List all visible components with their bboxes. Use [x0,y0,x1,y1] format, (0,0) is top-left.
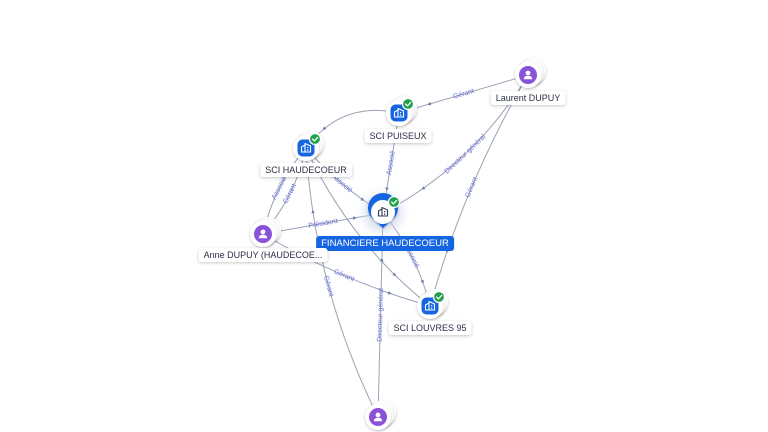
edge-arrow-icon [427,101,432,106]
node-haudecoeur[interactable] [293,131,324,161]
edge-arrow-icon [311,209,315,214]
edge-label: Président [308,218,338,230]
check-badge-icon [308,132,322,146]
edge-label: Gérant [322,275,334,298]
edge-laurent-louvres: Gérant [429,74,529,307]
edge-label: Gérant [465,176,480,198]
building-icon [377,206,389,217]
edge-arrow-icon [322,126,327,130]
edge-label: Associé [386,150,397,175]
check-badge-icon [401,97,415,111]
edge-label: Directeur général [444,133,488,175]
node-bottom[interactable] [365,400,396,430]
person-icon [523,70,533,80]
edge-arrow-icon [380,257,384,262]
building-icon [393,107,405,118]
label-louvres[interactable]: SCI LOUVRES 95 [388,321,472,335]
edge-arrow-icon [360,197,365,201]
edge-arrow-icon [385,187,389,191]
edge-arrow-icon [392,272,397,277]
building-icon [300,142,312,153]
edge-arrow-icon [352,216,357,220]
node-puiseux[interactable] [386,96,417,126]
label-puiseux[interactable]: SCI PUISEUX [364,129,432,143]
nodes-layer [250,58,546,430]
edge-label: Directeur général [377,288,385,342]
node-louvres[interactable] [417,289,448,319]
label-financiere[interactable]: FINANCIERE HAUDECOEUR [316,236,454,251]
edge-arrow-icon [387,291,392,295]
label-anne[interactable]: Anne DUPUY (HAUDECOE... [198,248,328,262]
label-haudecoeur[interactable]: SCI HAUDECOEUR [260,163,352,177]
edge-arrow-icon [420,279,424,284]
edge-line [262,233,431,307]
edge-label: Gérant [282,183,298,205]
node-laurent[interactable] [515,58,546,88]
edge-arrow-icon [421,186,426,190]
edge-line [429,74,529,307]
check-badge-icon [432,290,446,304]
check-badge-icon [387,195,401,209]
map-pin-icon [368,193,399,228]
node-financiere[interactable] [364,193,402,232]
person-icon [373,412,383,422]
edge-label: Gérant [333,268,355,283]
person-icon [258,229,268,239]
edge-line [305,147,379,418]
node-anne[interactable] [250,217,281,247]
label-laurent[interactable]: Laurent DUPUY [490,91,566,105]
building-icon [424,300,436,311]
edge-label: Gérant [452,88,475,101]
